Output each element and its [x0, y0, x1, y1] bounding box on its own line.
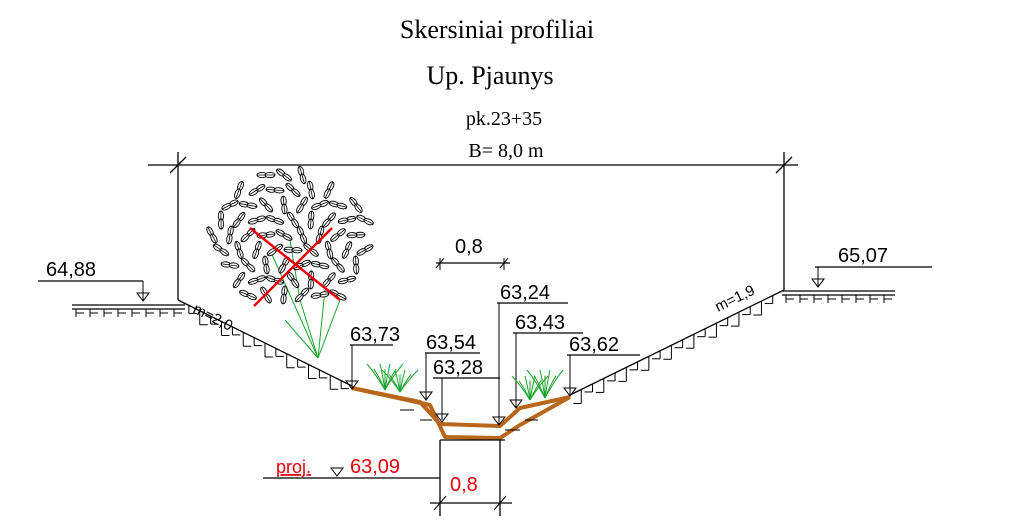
elevation-63-62: 63,62	[563, 334, 640, 397]
dimension-bottom: 0,8	[430, 440, 512, 516]
width-label: B= 8,0 m	[468, 140, 544, 162]
elevation-left-bank: 64,88	[38, 259, 150, 302]
ground-surface	[72, 290, 895, 310]
channel-slopes	[177, 289, 785, 396]
elevation-63-28: 63,28	[433, 357, 500, 423]
slope-left-label: m=2,0	[190, 300, 235, 334]
elevation-63-24-label: 63,24	[500, 282, 550, 304]
elevation-63-43-label: 63,43	[515, 312, 565, 334]
elevation-63-73-label: 63,73	[350, 324, 400, 346]
channel-bed	[351, 386, 571, 440]
elevation-63-43: 63,43	[509, 312, 583, 409]
design-elevation: proj. 63,09	[263, 456, 440, 479]
elevation-63-54: 63,54	[419, 332, 480, 401]
drawing-title: Skersiniai profiliai	[400, 15, 594, 44]
dimension-bottom-label: 0,8	[450, 474, 478, 496]
tree-to-remove-icon	[206, 165, 374, 359]
slope-right-label: m=1,9	[712, 282, 757, 316]
width-dimension	[148, 152, 798, 300]
river-name: Up. Pjaunys	[426, 61, 553, 90]
surface-hatching	[75, 295, 892, 317]
design-label: proj.	[276, 457, 311, 477]
elevation-63-73: 63,73	[345, 324, 400, 390]
picket-label: pk.23+35	[466, 108, 542, 130]
design-value: 63,09	[350, 456, 400, 478]
bed-hatching	[400, 409, 538, 441]
dimension-top-label: 0,8	[455, 236, 483, 258]
elevation-63-54-label: 63,54	[426, 332, 476, 354]
elevation-left-bank-label: 64,88	[46, 259, 96, 281]
elevation-63-62-label: 63,62	[569, 334, 619, 356]
elevation-63-28-label: 63,28	[433, 357, 483, 379]
slope-hatching	[188, 295, 774, 404]
grass-tuft-icons	[366, 363, 564, 401]
dimension-top: 0,8	[435, 236, 510, 270]
elevation-63-24: 63,24	[492, 282, 568, 426]
elevation-right-bank-label: 65,07	[838, 245, 888, 267]
elevation-right-bank: 65,07	[811, 245, 932, 288]
